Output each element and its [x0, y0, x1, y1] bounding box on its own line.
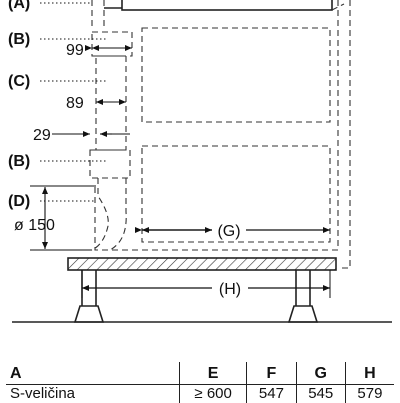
dim-29-text: 29: [33, 127, 51, 144]
callout-d: (D): [8, 193, 94, 210]
label-b-top: (B): [8, 31, 30, 48]
dimension-g: (G): [142, 223, 330, 240]
dimension-29: 29: [33, 127, 130, 144]
label-h: (H): [219, 281, 241, 298]
appliance-top-edge: [104, 0, 332, 10]
label-c: (C): [8, 73, 30, 90]
left-foot: [75, 270, 103, 322]
table-header-f: F: [247, 362, 296, 385]
callout-b-top: (B): [8, 31, 108, 48]
table-header-a: A: [6, 362, 180, 385]
table-cell-size: S-veličina: [6, 385, 180, 403]
table-cell-e: ≥ 600: [180, 385, 247, 403]
table-row: S-veličina ≥ 600 547 545 579: [6, 385, 394, 403]
table-header-h: H: [345, 362, 394, 385]
upper-drawer-outline: [142, 28, 330, 122]
dim-150-text: ø 150: [14, 217, 55, 234]
dimension-h: (H): [82, 270, 330, 298]
dimension-table: A E F G H S-veličina ≥ 600 547 545 579: [6, 362, 394, 403]
label-g: (G): [217, 223, 240, 240]
table-cell-h: 579: [345, 385, 394, 403]
exhaust-duct: [90, 0, 132, 250]
label-b-bottom: (B): [8, 153, 30, 170]
table-cell-g: 545: [296, 385, 345, 403]
right-foot: [289, 270, 317, 322]
table-header-e: E: [180, 362, 247, 385]
callout-c: (C): [8, 73, 108, 90]
table-header-g: G: [296, 362, 345, 385]
label-a: (A): [8, 0, 30, 12]
table-cell-f: 547: [247, 385, 296, 403]
callout-b-bottom: (B): [8, 153, 108, 170]
worktop-hatched: [68, 258, 336, 270]
label-d: (D): [8, 193, 30, 210]
callout-a: (A): [8, 0, 90, 12]
table-header-row: A E F G H: [6, 362, 394, 385]
dim-99-text: 99: [66, 42, 84, 59]
dim-89-text: 89: [66, 95, 84, 112]
